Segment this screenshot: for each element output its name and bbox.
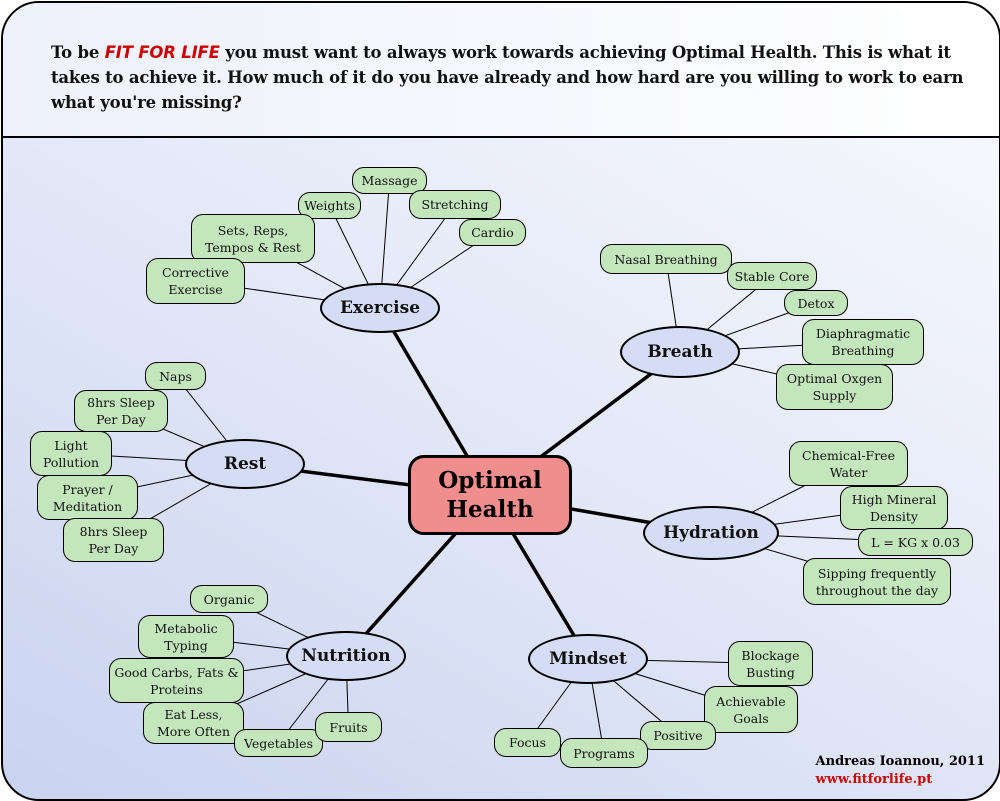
central-node-optimal-health: Optimal Health <box>408 455 572 535</box>
leaf-node-mindset: Blockage Busting <box>728 641 813 686</box>
website-link[interactable]: www.fitforlife.pt <box>815 772 933 787</box>
leaf-node-rest: Light Pollution <box>30 431 112 476</box>
credit: Andreas Ioannou, 2011 www.fitforlife.pt <box>816 753 985 789</box>
intro-text: To be FIT FOR LIFE you must want to alwa… <box>51 40 981 115</box>
leaf-node-rest: Naps <box>145 362 206 390</box>
leaf-node-breath: Optimal Oxgen Supply <box>776 364 893 410</box>
leaf-node-rest: 8hrs Sleep Per Day <box>63 518 164 562</box>
hub-node-hydration: Hydration <box>643 506 779 560</box>
leaf-node-mindset: Achievable Goals <box>704 686 798 733</box>
leaf-node-exercise: Corrective Exercise <box>146 258 245 304</box>
leaf-node-nutrition: Eat Less, More Often <box>143 702 244 744</box>
brand-logo-text: FIT FOR LIFE <box>104 43 220 62</box>
leaf-node-exercise: Sets, Reps, Tempos & Rest <box>191 214 315 263</box>
leaf-node-hydration: L = KG x 0.03 <box>858 528 973 556</box>
leaf-node-breath: Diaphragmatic Breathing <box>802 319 924 365</box>
leaf-node-hydration: Sipping frequently throughout the day <box>803 558 951 605</box>
leaf-node-breath: Stable Core <box>727 262 817 290</box>
hub-node-breath: Breath <box>620 326 740 378</box>
hub-node-mindset: Mindset <box>528 634 648 684</box>
leaf-node-exercise: Cardio <box>459 219 526 246</box>
hub-node-nutrition: Nutrition <box>286 631 406 681</box>
leaf-node-mindset: Positive <box>640 721 716 750</box>
hub-node-exercise: Exercise <box>320 283 440 333</box>
leaf-node-rest: Prayer / Meditation <box>37 475 138 520</box>
leaf-node-nutrition: Organic <box>190 585 268 613</box>
leaf-node-rest: 8hrs Sleep Per Day <box>74 390 168 432</box>
leaf-node-exercise: Stretching <box>409 190 501 219</box>
hub-node-rest: Rest <box>185 439 305 489</box>
intro-body: you must want to always work towards ach… <box>51 43 964 112</box>
leaf-node-mindset: Focus <box>494 728 561 757</box>
intro-prefix: To be <box>51 43 105 62</box>
leaf-node-breath: Detox <box>784 290 848 316</box>
leaf-node-nutrition: Metabolic Typing <box>138 615 234 658</box>
leaf-node-nutrition: Fruits <box>315 712 382 742</box>
leaf-node-hydration: Chemical-Free Water <box>789 441 908 486</box>
leaf-node-breath: Nasal Breathing <box>600 244 732 274</box>
author: Andreas Ioannou, 2011 <box>815 754 985 769</box>
leaf-node-nutrition: Vegetables <box>234 729 323 757</box>
leaf-node-mindset: Programs <box>560 738 648 768</box>
leaf-node-exercise: Massage <box>352 167 427 194</box>
header-panel: To be FIT FOR LIFE you must want to alwa… <box>3 3 999 138</box>
leaf-node-nutrition: Good Carbs, Fats & Proteins <box>109 658 244 703</box>
leaf-node-hydration: High Mineral Density <box>840 486 948 530</box>
